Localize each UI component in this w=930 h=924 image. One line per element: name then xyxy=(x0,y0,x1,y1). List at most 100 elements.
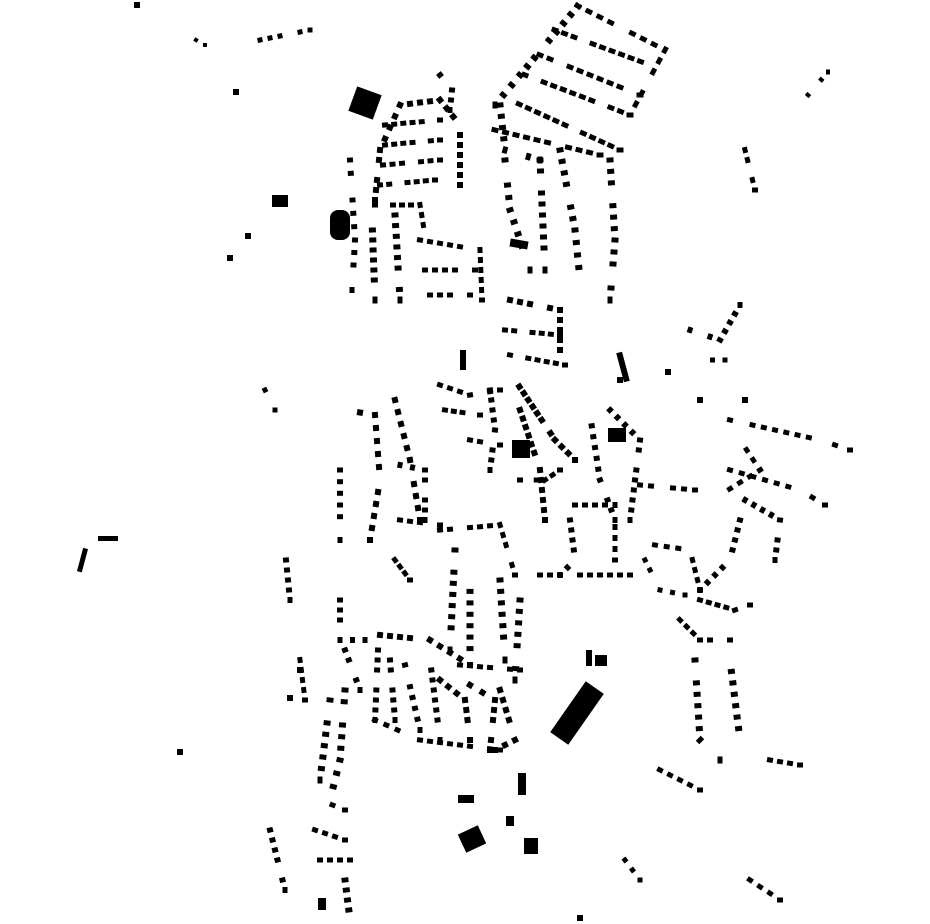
building-footprint xyxy=(847,447,853,453)
building-footprint xyxy=(804,91,812,99)
building-footprint xyxy=(538,330,545,337)
building-footprint xyxy=(437,117,443,123)
building-footprint xyxy=(606,406,614,414)
building-footprint xyxy=(406,634,414,642)
building-large xyxy=(460,350,466,370)
building-footprint xyxy=(351,224,358,230)
building-footprint xyxy=(457,152,463,158)
building-footprint xyxy=(512,131,520,139)
building-footprint xyxy=(505,716,513,724)
building-footprint xyxy=(408,202,414,208)
building-footprint xyxy=(649,67,658,76)
building-footprint xyxy=(389,687,396,693)
building-footprint xyxy=(492,101,498,109)
building-footprint xyxy=(373,667,381,673)
building-footprint xyxy=(486,745,494,752)
building-footprint xyxy=(448,614,456,620)
building-footprint xyxy=(426,738,434,745)
building-footprint xyxy=(630,487,638,493)
building-footprint xyxy=(448,602,456,609)
building-footprint xyxy=(466,524,474,531)
building-footprint xyxy=(267,35,273,41)
building-footprint xyxy=(606,142,616,150)
building-footprint xyxy=(486,664,494,671)
building-footprint xyxy=(594,466,602,473)
building-footprint xyxy=(459,409,466,416)
building-footprint xyxy=(557,442,566,451)
building-footprint xyxy=(602,502,608,508)
building-footprint xyxy=(341,877,349,883)
building-footprint xyxy=(579,129,588,138)
building-footprint xyxy=(585,149,594,156)
building-footprint xyxy=(587,572,593,578)
building-footprint xyxy=(373,687,380,693)
building-footprint xyxy=(268,836,277,844)
building-footprint xyxy=(491,696,499,704)
building-footprint xyxy=(737,302,743,308)
building-footprint xyxy=(617,50,626,59)
building-footprint xyxy=(370,277,378,283)
building-footprint xyxy=(669,589,676,596)
building-footprint xyxy=(374,488,382,496)
building-footprint xyxy=(500,135,508,142)
building-footprint xyxy=(542,517,548,523)
building-footprint xyxy=(376,146,384,154)
building-footprint xyxy=(733,714,741,721)
building-footprint xyxy=(203,43,207,47)
building-footprint xyxy=(628,507,635,513)
building-footprint xyxy=(521,423,530,431)
building-footprint xyxy=(749,421,756,429)
building-footprint xyxy=(649,40,659,49)
building-footprint xyxy=(261,386,269,394)
building-footprint xyxy=(390,121,398,127)
building-footprint xyxy=(705,599,713,606)
building-footprint xyxy=(466,623,474,629)
building-footprint xyxy=(513,230,523,238)
building-footprint xyxy=(682,622,691,631)
building-footprint xyxy=(342,807,348,813)
building-footprint xyxy=(534,357,541,363)
building-footprint xyxy=(476,663,484,670)
building-footprint xyxy=(562,362,568,368)
building-footprint xyxy=(572,502,578,508)
building-footprint xyxy=(568,527,575,533)
building-footprint xyxy=(566,517,574,523)
building-footprint xyxy=(337,467,343,473)
building-footprint xyxy=(396,101,404,109)
building-footprint xyxy=(544,36,554,45)
building-footprint xyxy=(422,267,428,273)
building-footprint xyxy=(331,833,339,841)
building-footprint xyxy=(537,572,543,578)
building-footprint xyxy=(282,557,290,563)
building-footprint xyxy=(758,506,767,514)
building-footprint xyxy=(592,502,598,508)
building-footprint xyxy=(591,444,599,451)
building-footprint xyxy=(489,447,496,453)
building-footprint xyxy=(450,408,458,415)
building-footprint xyxy=(193,37,199,43)
building-footprint xyxy=(558,158,567,165)
building-footprint xyxy=(371,411,379,419)
building-footprint xyxy=(543,139,552,146)
building-footprint xyxy=(536,157,544,163)
building-footprint xyxy=(611,237,619,243)
building-footprint xyxy=(533,136,541,144)
building-footprint xyxy=(629,497,636,503)
building-footprint xyxy=(413,178,420,185)
building-footprint xyxy=(386,632,394,640)
building-footprint xyxy=(372,296,378,304)
building-footprint xyxy=(486,523,494,529)
building-footprint xyxy=(437,137,443,143)
building-footprint xyxy=(562,181,571,188)
building-footprint xyxy=(747,602,753,608)
building-footprint xyxy=(603,496,612,504)
building-footprint xyxy=(559,85,568,94)
building-footprint xyxy=(539,234,548,240)
building-footprint xyxy=(418,118,425,125)
building-footprint xyxy=(456,662,464,668)
building-footprint xyxy=(461,696,469,704)
building-footprint xyxy=(515,608,523,615)
building-footprint xyxy=(680,486,688,492)
building-footprint xyxy=(557,572,563,578)
building-footprint xyxy=(428,667,435,673)
